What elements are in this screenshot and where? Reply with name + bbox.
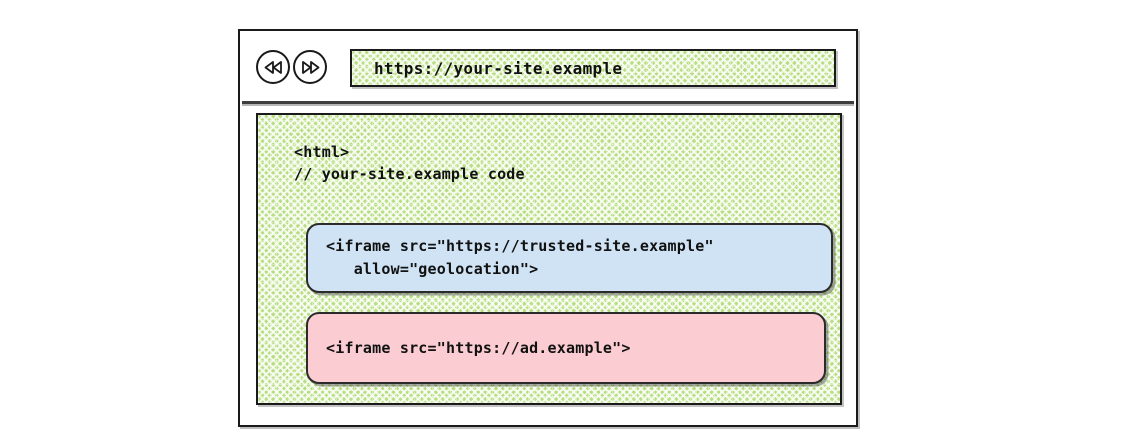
- trusted-site-iframe[interactable]: <iframe src="https://trusted-site.exampl…: [306, 223, 833, 293]
- url-input[interactable]: https://your-site.example: [350, 49, 836, 87]
- code-line: // your-site.example code: [294, 165, 525, 183]
- rewind-back-icon[interactable]: [256, 50, 290, 84]
- browser-window: https://your-site.example <html> // your…: [238, 29, 858, 427]
- browser-toolbar: https://your-site.example: [240, 31, 856, 103]
- page-content-area: <html> // your-site.example code <iframe…: [256, 113, 842, 405]
- iframe-code-line: <iframe src="https://ad.example">: [326, 338, 631, 357]
- iframe-code-line: <iframe src="https://trusted-site.exampl…: [326, 237, 714, 255]
- url-text: https://your-site.example: [374, 58, 623, 78]
- fast-forward-icon[interactable]: [293, 50, 327, 84]
- iframe-code-line: allow="geolocation">: [326, 260, 539, 278]
- code-line: <html>: [294, 143, 350, 161]
- ad-iframe[interactable]: <iframe src="https://ad.example">: [306, 312, 826, 384]
- toolbar-divider: [242, 101, 854, 104]
- page-source-code: <html> // your-site.example code: [294, 141, 525, 185]
